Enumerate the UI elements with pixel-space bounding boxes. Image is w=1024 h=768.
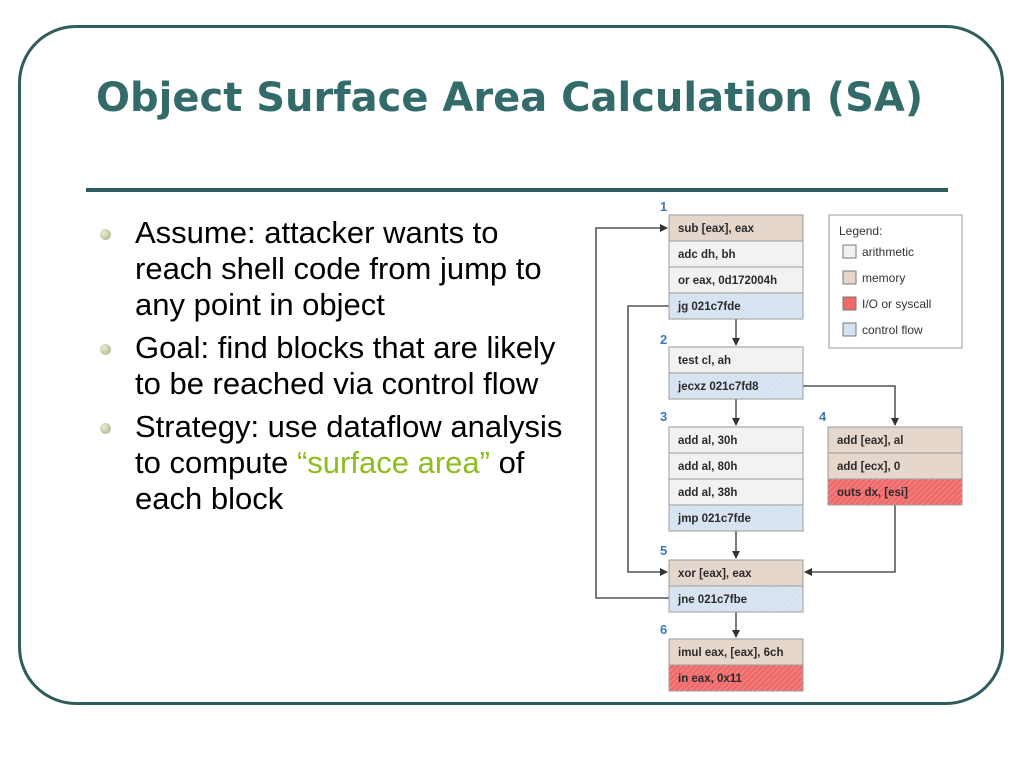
instruction-hatch [669, 293, 803, 319]
instruction-hatch [669, 586, 803, 612]
instruction-hatch [828, 479, 962, 505]
legend-swatch [842, 296, 857, 311]
edge-1-to-5 [627, 305, 669, 576]
instruction-text: sub [eax], eax [678, 223, 755, 235]
instruction-row [827, 452, 963, 480]
legend-item-label: memory [862, 271, 905, 285]
legend-swatch [842, 322, 857, 337]
instruction-text: add al, 30h [678, 435, 737, 447]
block-number-label: 4 [819, 409, 827, 424]
highlight-text: “surface area” [296, 445, 490, 480]
bullet-dot-icon [100, 344, 111, 355]
instruction-row [668, 426, 804, 454]
instruction-text: add [ecx], 0 [837, 461, 900, 473]
legend-item-label: control flow [862, 323, 923, 337]
bullet-dot-icon [100, 423, 111, 434]
instruction-text: adc dh, bh [678, 249, 736, 261]
code-block-3: 3 add al, 30h add al, 80h add al, 38h jmp 02… [660, 409, 804, 532]
instruction-text: in eax, 0x11 [678, 673, 743, 685]
instruction-text: test cl, ah [678, 355, 731, 367]
legend-item-label: I/O or syscall [862, 297, 931, 311]
block-number-label: 2 [660, 332, 667, 347]
bullet-text: Assume: attacker wants to reach shell co… [135, 215, 542, 322]
edge-4-to-5 [804, 505, 896, 576]
bullet-text: Goal: find blocks that are likely to be … [135, 330, 556, 401]
instruction-text: jne 021c7fbe [677, 594, 747, 606]
instruction-text: add al, 38h [678, 487, 737, 499]
instruction-row [668, 452, 804, 480]
code-block-4: 4 add [eax], al add [ecx], 0 outs dx, [esi] [819, 409, 963, 506]
block-number-label: 3 [660, 409, 667, 424]
instruction-text: or eax, 0d172004h [678, 275, 777, 287]
instruction-text: jecxz 021c7fd8 [677, 381, 759, 393]
instruction-text: add al, 80h [678, 461, 737, 473]
instruction-row [668, 559, 804, 587]
instruction-hatch [669, 373, 803, 399]
code-block-5: 5 xor [eax], eax jne 021c7fbe [660, 543, 804, 613]
instruction-text: add [eax], al [837, 435, 903, 447]
bullet-item: Goal: find blocks that are likely to be … [100, 330, 570, 402]
instruction-text: jmp 021c7fde [677, 513, 751, 525]
legend-swatch [842, 244, 857, 259]
code-block-1: 1 sub [eax], eax adc dh, bh or eax, 0d17200… [660, 199, 804, 320]
code-block-2: 2 test cl, ah jecxz 021c7fd8 [660, 332, 804, 400]
slide-frame [18, 25, 1004, 705]
instruction-text: outs dx, [esi] [837, 487, 908, 499]
block-number-label: 5 [660, 543, 667, 558]
bullet-item: Strategy: use dataflow analysis to compu… [100, 409, 570, 517]
block-number-label: 6 [660, 622, 667, 637]
instruction-text: xor [eax], eax [678, 568, 752, 580]
edge-2-to-4 [803, 385, 899, 426]
instruction-hatch [669, 505, 803, 531]
bullet-text: Strategy: use dataflow analysis to compu… [135, 409, 563, 480]
bullet-item: Assume: attacker wants to reach shell co… [100, 215, 570, 323]
title-divider [86, 188, 948, 192]
instruction-row [668, 346, 804, 374]
legend-item-label: arithmetic [862, 245, 914, 259]
legend-title: Legend: [839, 224, 882, 238]
slide-title: Object Surface Area Calculation (SA) [96, 75, 924, 121]
bullet-list: Assume: attacker wants to reach shell co… [100, 215, 570, 524]
flow-edges [595, 224, 899, 638]
instruction-text: imul eax, [eax], 6ch [678, 647, 783, 659]
edge-5-to-1 [595, 224, 669, 599]
block-number-label: 1 [660, 199, 667, 214]
instruction-row [827, 426, 963, 454]
instruction-row [668, 638, 804, 666]
bullet-text-end: of each block [135, 445, 525, 516]
code-block-6: 6 imul eax, [eax], 6ch in eax, 0x11 [660, 622, 804, 692]
legend-swatch [842, 270, 857, 285]
instruction-text: jg 021c7fde [677, 301, 741, 313]
bullet-dot-icon [100, 229, 111, 240]
instruction-hatch [669, 665, 803, 691]
code-blocks: 1 sub [eax], eax adc dh, bh or eax, 0d17200… [660, 199, 963, 692]
instruction-row [668, 240, 804, 268]
instruction-row [668, 214, 804, 242]
